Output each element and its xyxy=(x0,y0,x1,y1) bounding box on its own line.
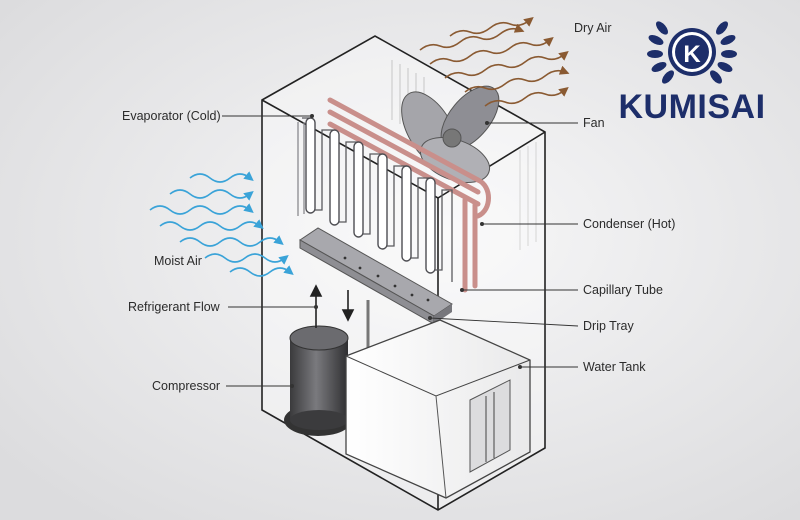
brand-name: KUMISAI xyxy=(618,88,766,126)
label-refrigerant-flow: Refrigerant Flow xyxy=(128,300,220,314)
drip-tray xyxy=(299,227,453,325)
moist-air-arrows xyxy=(149,171,294,277)
condenser-coil xyxy=(327,97,491,293)
label-capillary-tube: Capillary Tube xyxy=(583,283,663,297)
label-water-tank: Water Tank xyxy=(583,360,646,374)
label-drip-tray: Drip Tray xyxy=(583,319,634,333)
label-compressor: Compressor xyxy=(152,379,221,393)
label-moist-air: Moist Air xyxy=(154,254,202,268)
compressor xyxy=(284,325,352,436)
laurel-emblem-icon: K xyxy=(647,21,737,84)
label-evaporator: Evaporator (Cold) xyxy=(122,109,221,123)
dry-air-arrows xyxy=(419,17,570,107)
brand-logo: K KUMISAI xyxy=(612,10,792,130)
water-tank xyxy=(345,319,531,499)
leader-dots xyxy=(290,114,522,388)
leader-lines xyxy=(222,115,579,387)
label-condenser: Condenser (Hot) xyxy=(583,217,676,231)
label-dry-air: Dry Air xyxy=(574,21,612,35)
label-fan: Fan xyxy=(583,116,605,130)
evaporator-tubes xyxy=(305,117,436,274)
brand-letter: K xyxy=(683,41,701,68)
